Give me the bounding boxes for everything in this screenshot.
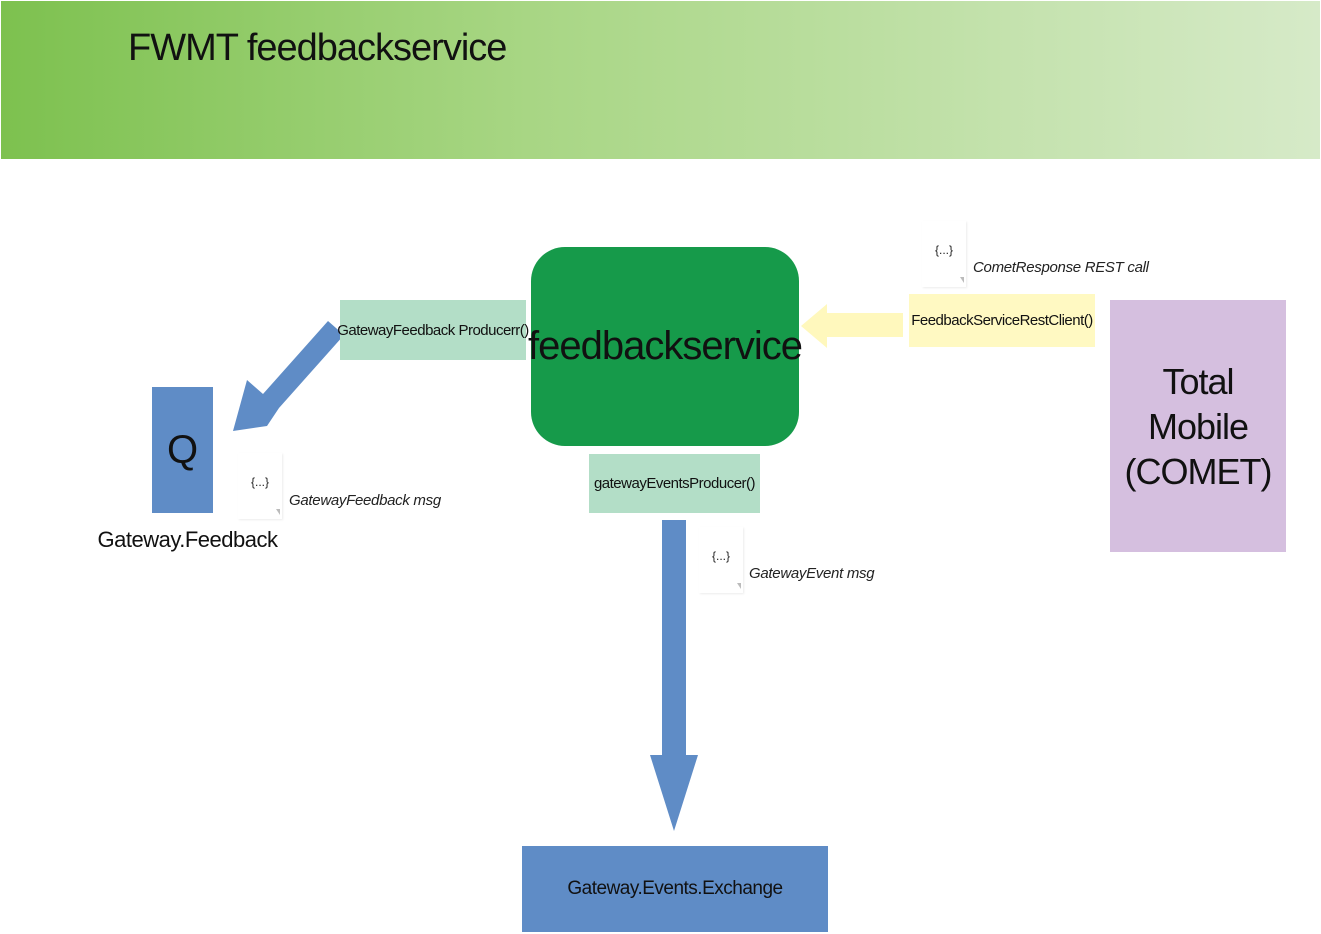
feedback-service-rest-client-method: FeedbackServiceRestClient(): [909, 294, 1095, 347]
gateway-feedback-queue: Q: [152, 387, 213, 513]
gateway-feedback-document-icon: {...}: [238, 453, 282, 519]
rest-call-arrow: [801, 304, 903, 348]
gateway-feedback-msg-note: GatewayFeedback msg: [289, 492, 441, 509]
comet-response-note: CometResponse REST call: [973, 259, 1149, 276]
total-mobile-comet-node: Total Mobile (COMET): [1110, 300, 1286, 552]
events-arrow: [650, 520, 698, 831]
feedbackservice-node: feedbackservice: [528, 247, 803, 446]
gateway-event-document-icon: {...}: [699, 527, 743, 593]
comet-response-document-icon: {...}: [922, 221, 966, 287]
queue-label: Gateway.Feedback: [97, 527, 278, 552]
gateway-events-exchange-node: Gateway.Events.Exchange: [522, 846, 828, 932]
feedback-arrow: [233, 321, 344, 431]
header-banner: FWMT feedbackservice: [1, 1, 1320, 159]
gateway-events-producer-method: gatewayEventsProducer(): [589, 454, 760, 513]
gateway-feedback-producer-method: GatewayFeedback Producerr(): [337, 300, 529, 360]
gateway-event-msg-note: GatewayEvent msg: [749, 565, 875, 582]
page-title: FWMT feedbackservice: [128, 27, 507, 69]
